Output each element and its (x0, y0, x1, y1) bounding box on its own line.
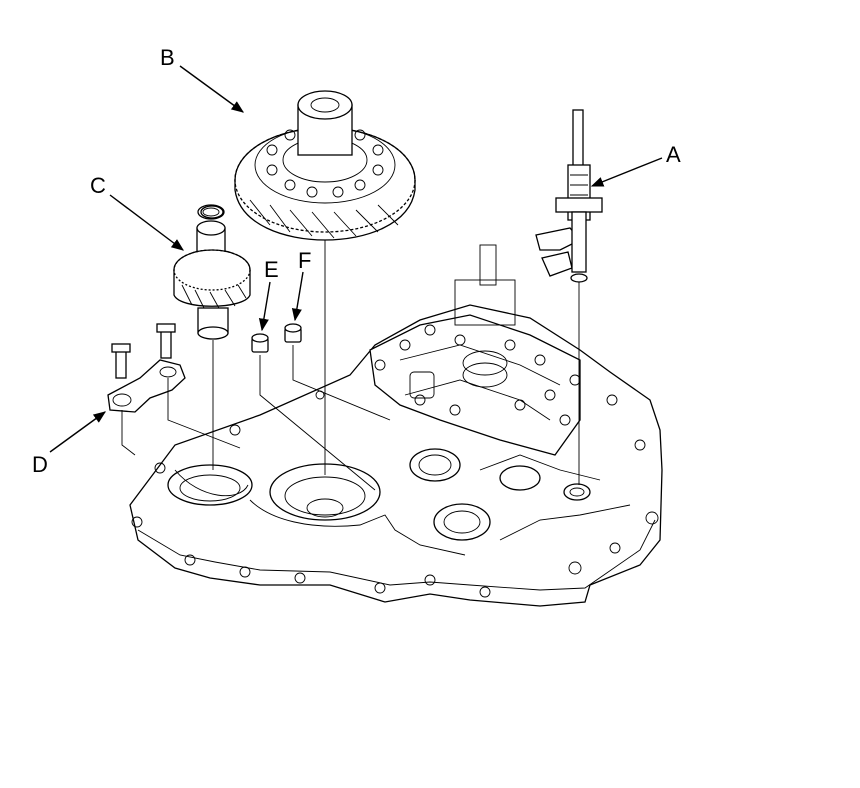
callout-f: F (298, 248, 312, 273)
leader-c (109, 194, 185, 251)
leader-b (179, 65, 245, 113)
callout-a: A (666, 142, 681, 167)
shift-shaft-a (535, 109, 603, 283)
callout-b: B (160, 45, 175, 70)
plug-f (284, 323, 302, 343)
countershaft-gear-c (173, 204, 251, 340)
leader-f (291, 271, 304, 322)
callout-c: C (90, 173, 106, 198)
leader-a (590, 157, 663, 187)
o-ring (200, 205, 224, 219)
plug-e (251, 333, 269, 353)
ring-gear-b (234, 90, 416, 241)
bracket-d (107, 323, 186, 413)
installation-lines (121, 240, 580, 491)
leader-e (258, 281, 271, 332)
callout-d: D (32, 452, 48, 477)
transmission-housing (129, 244, 663, 607)
leader-d (49, 411, 107, 453)
callout-e: E (264, 257, 279, 282)
